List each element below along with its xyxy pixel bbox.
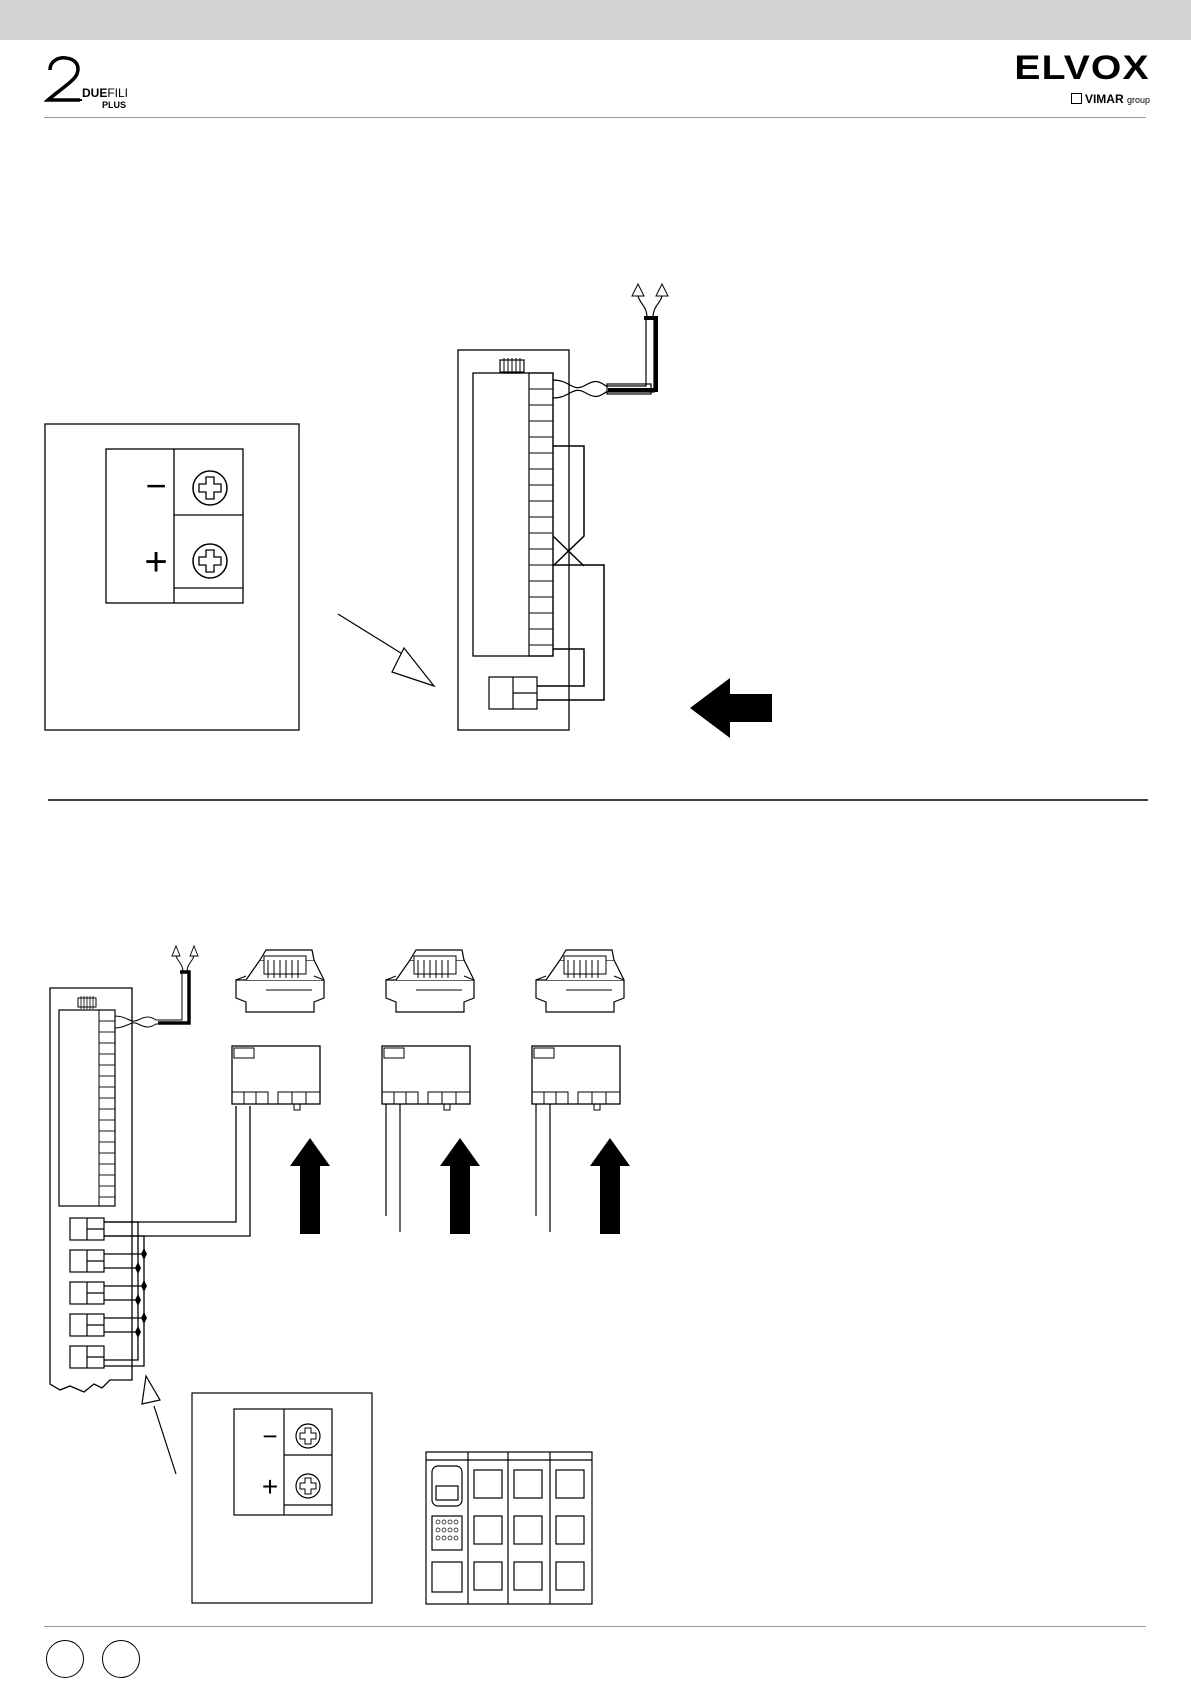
terminal-minus-bottom: − [262, 1421, 277, 1451]
pointer-arrow-icon [392, 648, 434, 686]
language-circle-2 [102, 1640, 140, 1678]
terminal-zoom-box [45, 424, 299, 730]
terminal-zoom-box-bottom [192, 1393, 372, 1603]
terminal-plus: + [144, 540, 167, 584]
pointer-arrow-icon-bottom [142, 1376, 160, 1404]
main-unit [458, 350, 569, 730]
footer-rule [44, 1626, 1146, 1627]
terminal-minus: − [145, 465, 166, 506]
terminal-plus-bottom: + [262, 1471, 278, 1502]
entry-panel-illustration [426, 1452, 592, 1604]
direction-arrow-icon [690, 678, 772, 738]
language-circle-1 [46, 1640, 84, 1678]
